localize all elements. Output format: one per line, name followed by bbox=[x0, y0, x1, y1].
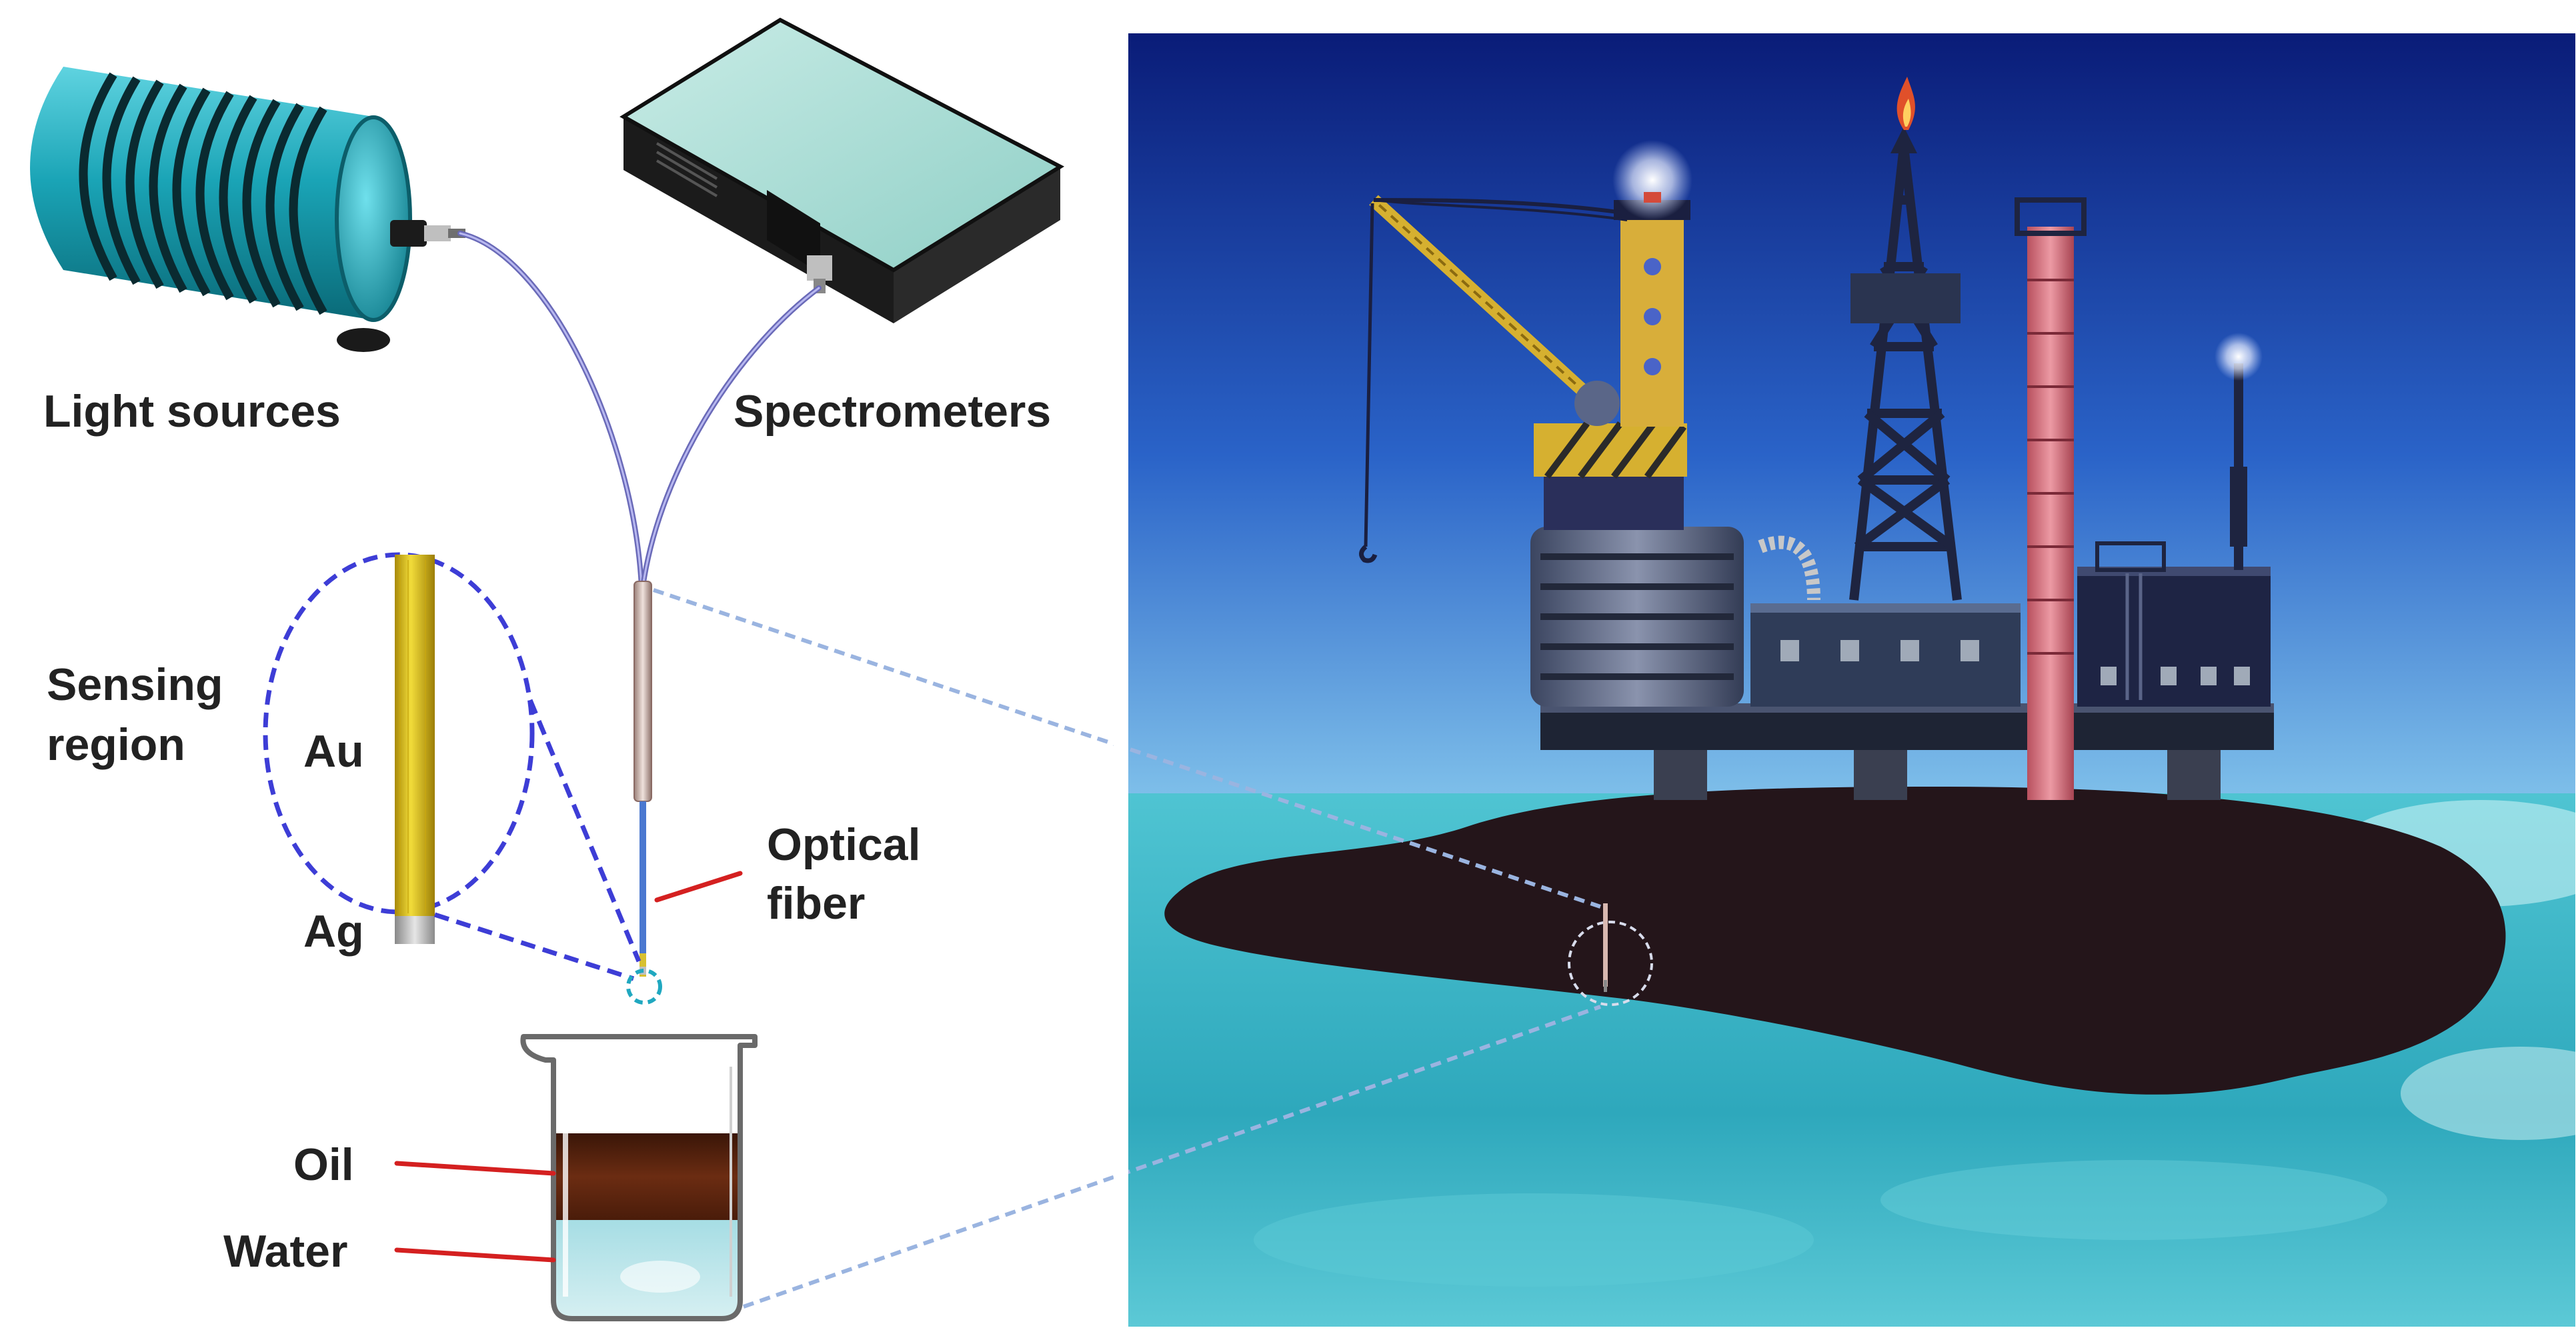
fiber-cables bbox=[457, 231, 822, 589]
label-ag: Ag bbox=[303, 906, 364, 957]
light-source-device-icon bbox=[30, 67, 465, 352]
label-oil: Oil bbox=[293, 1139, 354, 1190]
callout-lines bbox=[394, 871, 743, 1263]
zoom-connector-lines bbox=[653, 588, 1601, 1309]
label-sensing: Sensing bbox=[47, 659, 223, 710]
spectrometer-device-icon bbox=[619, 17, 1065, 323]
label-optical: Optical bbox=[767, 819, 921, 870]
label-water: Water bbox=[223, 1226, 347, 1277]
sensing-region-zoom bbox=[263, 552, 662, 1005]
beaker-icon bbox=[520, 1034, 758, 1321]
label-fiber: fiber bbox=[767, 878, 865, 929]
offshore-oil-platform-icon bbox=[1127, 33, 2575, 1327]
optical-fiber-probe bbox=[633, 581, 652, 977]
label-au: Au bbox=[303, 726, 364, 777]
panel-divider bbox=[1114, 0, 1128, 1330]
label-light-sources: Light sources bbox=[43, 386, 341, 437]
label-region: region bbox=[47, 719, 185, 770]
label-spectrometers: Spectrometers bbox=[734, 386, 1051, 437]
